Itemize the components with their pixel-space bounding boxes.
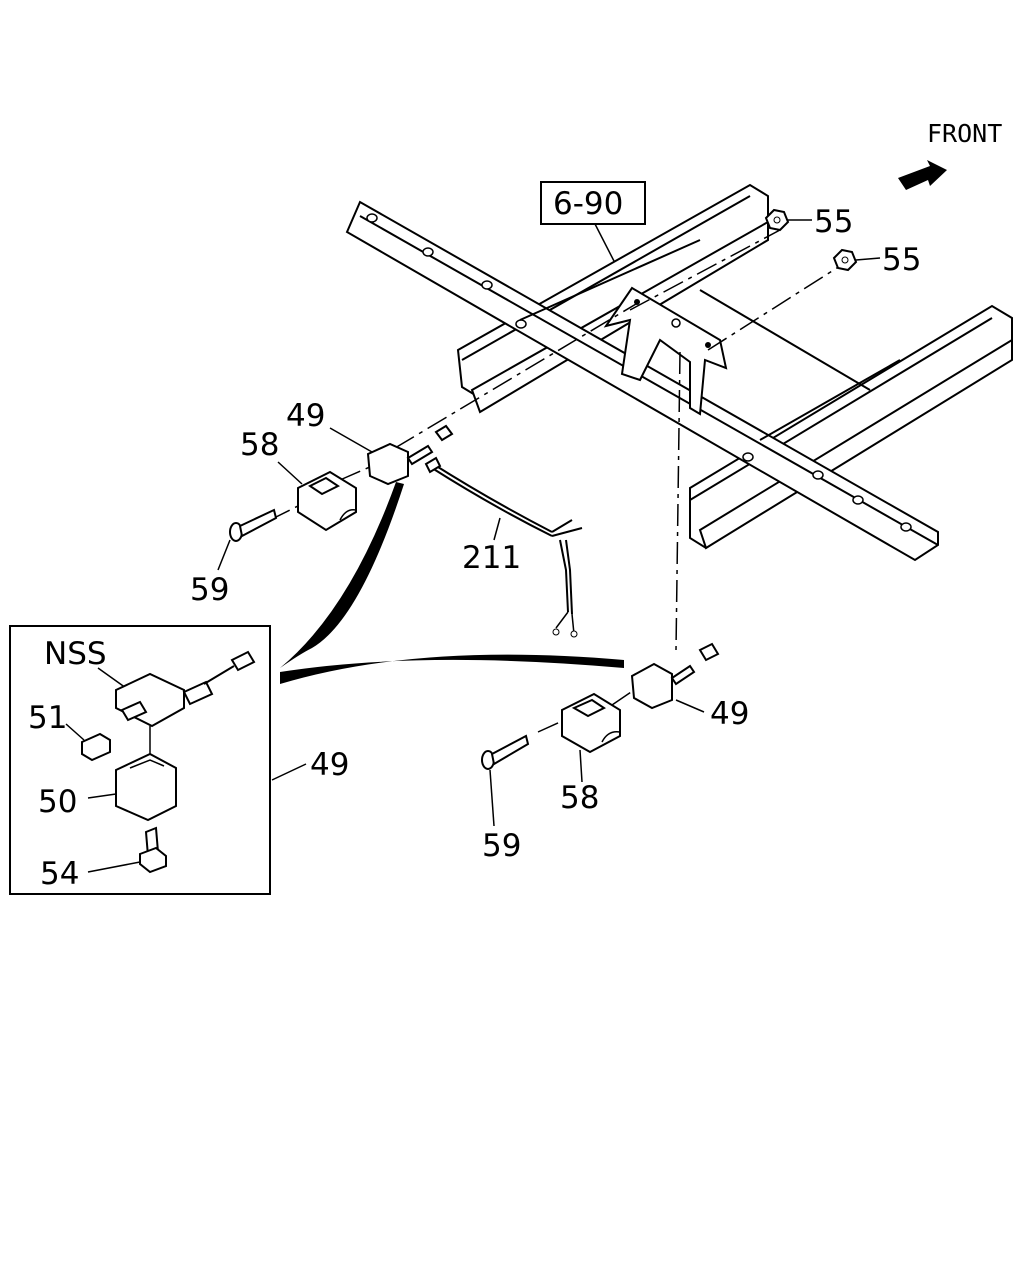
harness: 211 <box>424 456 583 638</box>
nut-upper: 55 <box>764 204 853 240</box>
reference-6-90: 6-90 <box>540 181 646 303</box>
front-label: FRONT <box>927 119 1002 148</box>
reference-label: 6-90 <box>553 186 623 222</box>
nut-lower: 55 <box>832 242 921 278</box>
front-arrow-icon <box>898 160 947 190</box>
callout-55-upper: 55 <box>814 204 853 240</box>
callout-58-lower: 58 <box>560 780 599 816</box>
callout-59-lower: 59 <box>482 828 521 864</box>
screw-lower: 59 <box>481 734 530 864</box>
front-indicator: FRONT <box>898 119 1002 190</box>
callout-211: 211 <box>462 540 521 576</box>
inset-label-51: 51 <box>28 700 67 736</box>
inset-label-nss: NSS <box>44 636 107 672</box>
callout-49-lower: 49 <box>710 696 749 732</box>
mounting-bracket <box>603 286 728 416</box>
inset-detail: NSS 51 50 54 <box>9 625 271 895</box>
callout-49-inset: 49 <box>310 747 349 783</box>
callout-49-upper: 49 <box>286 398 325 434</box>
sensor-upper: 49 <box>286 398 454 486</box>
callout-59-upper: 59 <box>190 572 229 608</box>
screw-upper: 59 <box>190 508 278 608</box>
sensor-lower: 49 <box>630 642 749 732</box>
inset-leader <box>280 482 624 684</box>
inset-label-50: 50 <box>38 784 77 820</box>
inset-label-54: 54 <box>40 856 79 892</box>
callout-55-lower: 55 <box>882 242 921 278</box>
frame-structure <box>345 183 1013 562</box>
center-lines <box>269 229 841 733</box>
callout-58-upper: 58 <box>240 427 279 463</box>
cover-lower: 58 <box>560 692 621 816</box>
cover-upper: 58 <box>240 427 357 532</box>
inset-assembly-callout: 49 <box>271 747 349 783</box>
